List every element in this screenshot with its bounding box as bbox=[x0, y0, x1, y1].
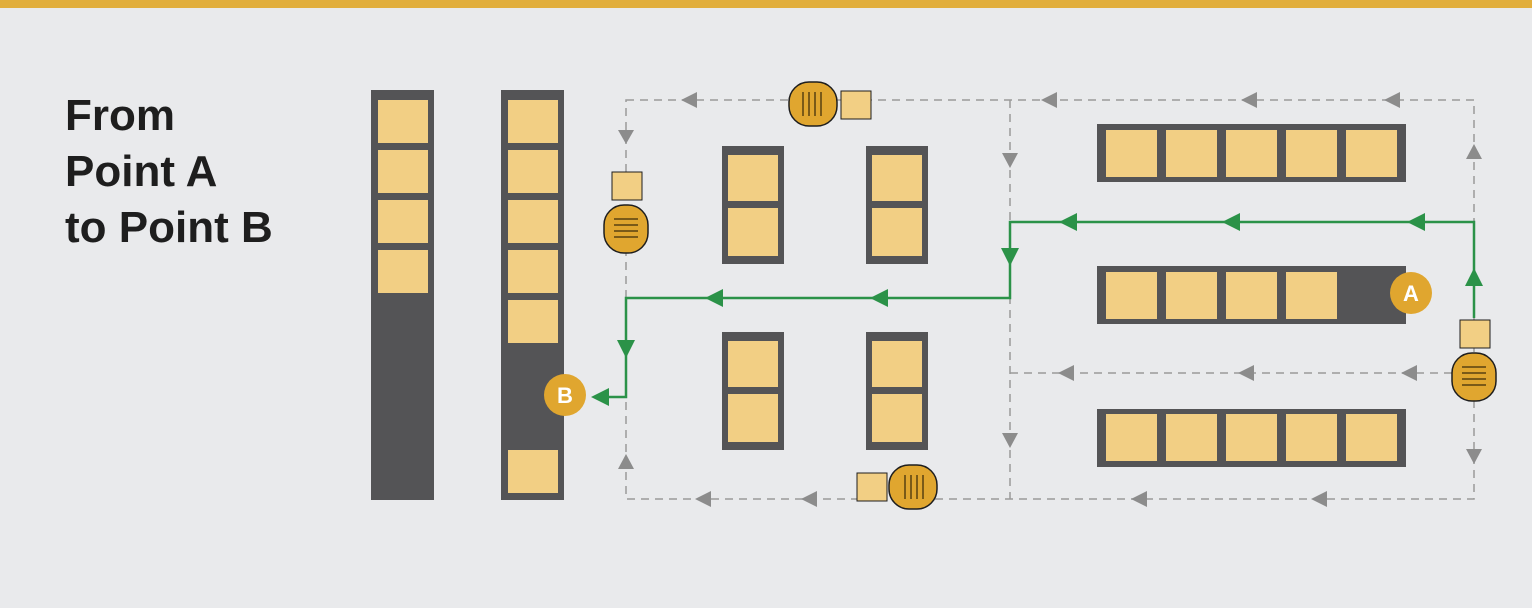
robot-bottom bbox=[856, 464, 938, 510]
marker-start-label: A bbox=[1403, 281, 1419, 306]
route-arrow-icon bbox=[1407, 213, 1425, 231]
pallet bbox=[728, 341, 778, 387]
direction-arrow-icon bbox=[1041, 92, 1057, 108]
direction-arrow-icon bbox=[681, 92, 697, 108]
pallet bbox=[508, 150, 558, 193]
pallet bbox=[1166, 130, 1217, 177]
route-arrow-icon bbox=[1222, 213, 1240, 231]
forklift-robot-icon bbox=[888, 464, 938, 510]
pallet bbox=[728, 155, 778, 201]
direction-arrow-icon bbox=[1466, 144, 1482, 159]
route-arrow-icon bbox=[617, 340, 635, 358]
pallet bbox=[1346, 130, 1397, 177]
carried-pallet bbox=[611, 171, 643, 201]
direction-arrow-icon bbox=[1241, 92, 1257, 108]
forklift-robot-icon bbox=[788, 81, 838, 127]
direction-arrow-icon bbox=[1384, 92, 1400, 108]
direction-arrow-icon bbox=[1002, 153, 1018, 168]
pallet bbox=[1226, 272, 1277, 319]
direction-arrow-icon bbox=[695, 491, 711, 507]
pallet bbox=[1166, 414, 1217, 461]
robot-left bbox=[603, 171, 649, 254]
aisle-direction-arrows bbox=[618, 92, 1482, 507]
pallet bbox=[1286, 414, 1337, 461]
title-line-3: to Point B bbox=[65, 203, 273, 252]
pallet bbox=[728, 208, 778, 256]
pallet bbox=[1106, 130, 1157, 177]
pallet bbox=[508, 100, 558, 143]
marker-start: A bbox=[1390, 272, 1432, 314]
forklift-robot-icon bbox=[603, 204, 649, 254]
pallet bbox=[508, 300, 558, 343]
route-arrow-icon bbox=[1001, 248, 1019, 266]
route-arrow-icon bbox=[1059, 213, 1077, 231]
robot-top bbox=[788, 81, 872, 127]
direction-arrow-icon bbox=[1311, 491, 1327, 507]
pallet bbox=[1286, 272, 1337, 319]
pallet bbox=[728, 394, 778, 442]
pallet bbox=[1226, 130, 1277, 177]
direction-arrow-icon bbox=[1002, 433, 1018, 448]
pallet bbox=[1226, 414, 1277, 461]
pallet bbox=[508, 200, 558, 243]
route-arrow-icon bbox=[1465, 268, 1483, 286]
pallets bbox=[378, 100, 1397, 493]
pallet bbox=[508, 450, 558, 493]
diagram-title: From Point A to Point B bbox=[65, 88, 273, 256]
direction-arrow-icon bbox=[618, 454, 634, 469]
marker-end-label: B bbox=[557, 383, 573, 408]
carried-pallet bbox=[856, 472, 888, 502]
pallet bbox=[1286, 130, 1337, 177]
title-line-1: From bbox=[65, 91, 175, 140]
route-arrow-icon bbox=[591, 388, 609, 406]
pallet bbox=[378, 150, 428, 193]
direction-arrow-icon bbox=[1058, 365, 1074, 381]
pallet bbox=[378, 200, 428, 243]
direction-arrow-icon bbox=[1131, 491, 1147, 507]
direction-arrow-icon bbox=[1466, 449, 1482, 464]
pallet bbox=[872, 208, 922, 256]
marker-end: B bbox=[544, 374, 586, 416]
direction-arrow-icon bbox=[801, 491, 817, 507]
pallet bbox=[1346, 414, 1397, 461]
accent-top-bar bbox=[0, 0, 1532, 8]
route-arrow-icon bbox=[870, 289, 888, 307]
pallet bbox=[508, 250, 558, 293]
forklift-robot-icon bbox=[1451, 352, 1497, 402]
route-a-to-b bbox=[591, 213, 1483, 406]
title-line-2: Point A bbox=[65, 147, 218, 196]
location-marker-icon bbox=[1390, 272, 1432, 314]
direction-arrow-icon bbox=[1238, 365, 1254, 381]
carried-pallet bbox=[840, 90, 872, 120]
pallet bbox=[378, 100, 428, 143]
route-arrow-icon bbox=[705, 289, 723, 307]
direction-arrow-icon bbox=[1401, 365, 1417, 381]
pallet bbox=[378, 250, 428, 293]
carried-pallet bbox=[1459, 319, 1491, 349]
route-line bbox=[600, 220, 1476, 399]
pallet bbox=[1166, 272, 1217, 319]
direction-arrow-icon bbox=[618, 130, 634, 144]
pallet bbox=[872, 341, 922, 387]
location-marker-icon bbox=[544, 374, 586, 416]
pallet bbox=[872, 394, 922, 442]
pallet bbox=[1106, 272, 1157, 319]
pallet bbox=[1106, 414, 1157, 461]
pallet bbox=[872, 155, 922, 201]
robot-right bbox=[1451, 319, 1497, 402]
